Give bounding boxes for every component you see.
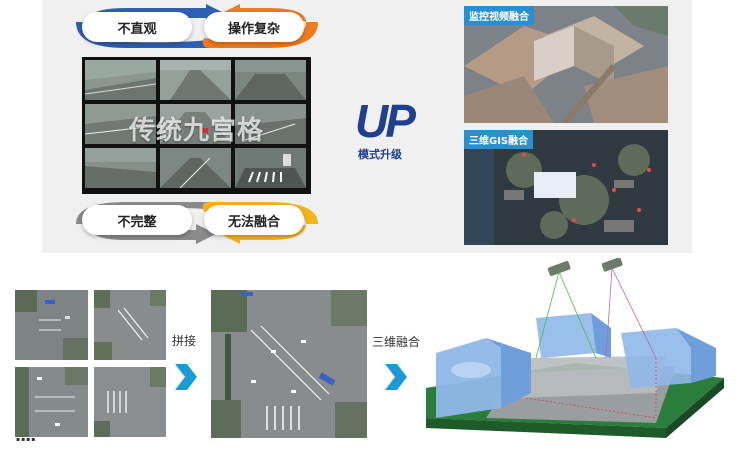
stitched-aerial-image	[211, 290, 367, 438]
grid-label: 传统九宫格	[128, 116, 264, 146]
chevron-right-icon	[175, 364, 197, 390]
city-3d-icon	[464, 6, 668, 123]
video-fusion-title: 监控视频融合	[464, 6, 534, 25]
camera-feed-7	[85, 148, 156, 188]
camera-feed-2	[160, 60, 231, 100]
aerial-tile-top-right	[94, 290, 166, 360]
pill-not-intuitive: 不直观	[82, 12, 192, 42]
pill-cannot-fuse: 无法融合	[204, 205, 304, 235]
gis-fusion-image: 三维GIS融合	[464, 130, 668, 245]
aerial-tile-top-left	[15, 290, 88, 360]
camera-feed-4	[85, 104, 156, 144]
stitch-label: 拼接	[172, 334, 197, 348]
camera-feed-8	[160, 148, 231, 188]
pill-incomplete: 不完整	[82, 205, 192, 235]
fusion-3d-label: 三维融合	[372, 335, 421, 349]
pill-incomplete-label: 不完整	[117, 214, 157, 230]
pill-not-intuitive-label: 不直观	[117, 21, 157, 37]
aerial-tile-bottom-right	[94, 367, 166, 437]
camera-feed-9	[235, 148, 306, 188]
chevron-right-icon	[385, 364, 407, 390]
pill-cannot-fuse-label: 无法融合	[227, 214, 280, 230]
pill-complex-operation-label: 操作复杂	[227, 21, 280, 37]
gis-map-icon	[464, 130, 668, 245]
corner-dots-bottom: ▪▪▪▪	[16, 436, 37, 443]
camera-feed-6	[235, 104, 306, 144]
up-subtitle: 模式升级	[358, 148, 402, 161]
video-fusion-image: 监控视频融合	[464, 6, 668, 123]
camera-feed-5	[160, 104, 231, 144]
camera-feed-3	[235, 60, 306, 100]
nine-grid-camera-wall	[82, 57, 311, 194]
aerial-tile-bottom-left	[15, 367, 88, 437]
camera-icon	[547, 258, 623, 276]
gis-fusion-title: 三维GIS融合	[464, 130, 534, 149]
up-logo: UP	[355, 95, 416, 147]
camera-feed-1	[85, 60, 156, 100]
pill-complex-operation: 操作复杂	[204, 12, 304, 42]
fusion-3d-model	[426, 258, 724, 438]
